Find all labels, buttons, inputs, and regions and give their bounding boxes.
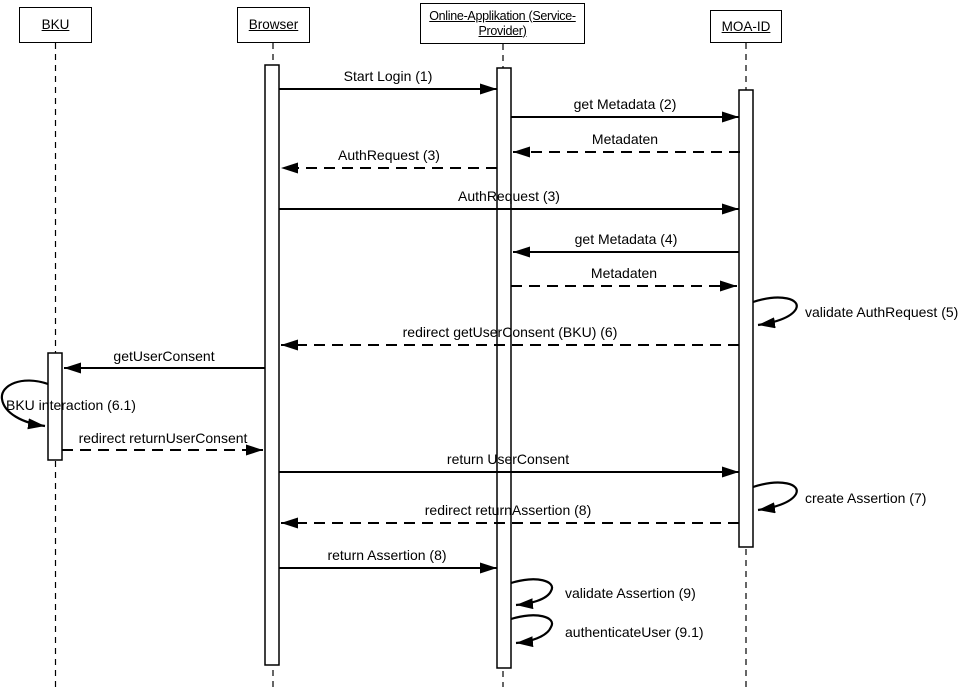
- actor-label-service-provider-line2: Provider): [478, 23, 527, 38]
- self-arrow-bku-interaction-6-1: [0, 379, 49, 430]
- message-label-validate-assertion-9: validate Assertion (9): [565, 585, 696, 601]
- message-label-create-assertion-7: create Assertion (7): [805, 490, 927, 506]
- message-label-authenticateuser-9-1: authenticateUser (9.1): [565, 624, 704, 640]
- message-label-redirect-returnassertion-8: redirect returnAssertion (8): [424, 502, 592, 518]
- actor-box-bku: BKU: [19, 7, 92, 43]
- message-label-get-metadata-2: get Metadata (2): [573, 96, 677, 112]
- message-label-return-userconsent: return UserConsent: [446, 451, 570, 467]
- actor-box-service-provider: Online-Applikation (Service- Provider): [420, 3, 585, 44]
- message-label-getuserconsent: getUserConsent: [113, 348, 215, 364]
- actor-box-moa-id: MOA-ID: [710, 10, 782, 43]
- message-label-redirect-getuserconsent-6: redirect getUserConsent (BKU) (6): [402, 324, 618, 340]
- message-label-get-metadata-4: get Metadata (4): [574, 231, 678, 247]
- message-label-authrequest-3-redirect: AuthRequest (3): [338, 147, 440, 163]
- message-label-validate-authrequest-5: validate AuthRequest (5): [805, 304, 959, 320]
- message-label-metadaten-2: Metadaten: [591, 131, 659, 147]
- message-label-metadaten-4: Metadaten: [590, 265, 658, 281]
- actor-label-bku: BKU: [41, 17, 70, 32]
- actor-box-browser: Browser: [237, 7, 310, 43]
- self-arrow-validate-assertion-9: [510, 578, 554, 610]
- activation-bar-browser: [264, 64, 280, 666]
- message-label-bku-interaction-6-1: BKU interaction (6.1): [6, 397, 136, 413]
- actor-label-browser: Browser: [248, 17, 299, 32]
- message-label-start-login: Start Login (1): [343, 68, 433, 84]
- activation-bar-moa-id: [738, 89, 754, 548]
- message-label-authrequest-3-forward: AuthRequest (3): [458, 188, 560, 204]
- actor-label-moa-id: MOA-ID: [721, 18, 771, 34]
- self-arrow-create-assertion-7: [752, 481, 798, 514]
- self-arrow-authenticateuser-9-1: [510, 614, 554, 648]
- self-arrow-validate-authrequest-5: [752, 296, 798, 329]
- message-label-return-assertion-8: return Assertion (8): [327, 547, 447, 563]
- activation-bar-service-provider: [496, 67, 512, 669]
- activation-bar-bku: [47, 352, 63, 461]
- actor-label-service-provider-line1: Online-Applikation (Service-: [429, 8, 576, 23]
- message-label-redirect-returnuserconsent: redirect returnUserConsent: [78, 430, 248, 446]
